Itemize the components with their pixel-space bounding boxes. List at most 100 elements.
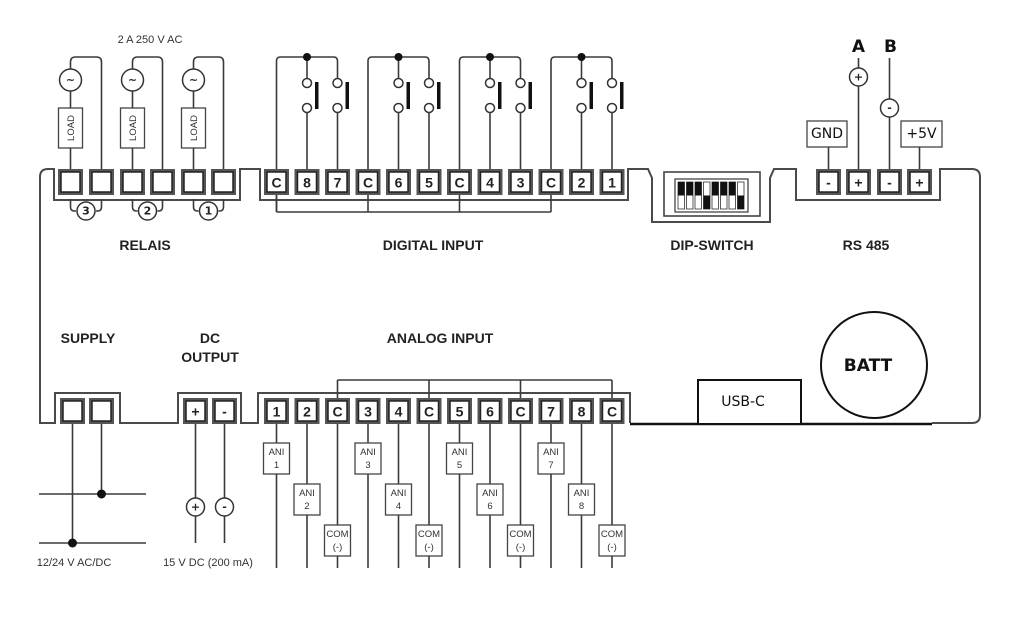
terminal-label: 5 (456, 404, 464, 420)
dip-switch-toggle (703, 181, 711, 210)
line-a-label: A (852, 37, 866, 57)
analog-tag-box (476, 483, 504, 516)
rs485-terminal: - (877, 169, 902, 195)
v5-label-box (900, 120, 943, 148)
terminal-screw (601, 171, 623, 193)
switch-contact (423, 102, 435, 114)
analog-tag-line2: (-) (516, 542, 526, 553)
terminal-screw (296, 171, 318, 193)
battery-label: BATT (844, 356, 893, 376)
dip-toggle-knob (695, 182, 702, 196)
terminal-screw (571, 171, 592, 193)
relay-loop-wire (69, 56, 103, 169)
terminal-screw (357, 171, 379, 193)
switch-contact (484, 102, 496, 114)
dip-toggle-knob (703, 195, 710, 209)
battery-circle (820, 311, 928, 419)
supply-junction (97, 489, 106, 499)
terminal-screw (214, 400, 235, 422)
terminal-screw (122, 171, 143, 193)
usb-c-label: USB-C (721, 394, 765, 410)
analog-tag-line1: ANI (269, 447, 285, 458)
terminal-screw (327, 171, 348, 193)
dip-switch-toggle (686, 181, 694, 210)
terminal-screw (479, 400, 501, 422)
analog-input-terminal: 8 (569, 398, 594, 424)
relay-bracket (157, 199, 164, 212)
digital-input-terminal: 8 (294, 169, 320, 195)
terminal-screw (357, 400, 379, 422)
terminal-label: 2 (303, 404, 311, 420)
terminal-label: 4 (395, 404, 403, 420)
relay-bracket (69, 199, 76, 212)
relay-bracket (96, 199, 103, 212)
analog-input-terminal: 2 (294, 398, 320, 424)
analog-tag-line1: ANI (543, 447, 559, 458)
digital-input-terminal: 3 (508, 169, 533, 195)
relay-terminal (150, 169, 175, 195)
analog-tag-line2: 6 (487, 501, 492, 512)
terminal-screw (418, 171, 440, 193)
terminal-screw (185, 400, 206, 422)
analog-tag-line2: 7 (548, 460, 553, 471)
terminal-screw (266, 400, 287, 422)
terminal-screw (418, 400, 440, 422)
switch-lever (315, 82, 319, 109)
terminal-label: C (546, 175, 556, 191)
terminal-screw (601, 400, 623, 422)
analog-tag-line2: (-) (333, 542, 343, 553)
switch-contact (393, 102, 404, 114)
terminal-label: 7 (547, 404, 555, 420)
analog-tag-line1: ANI (482, 488, 498, 499)
analog-tag-box (384, 483, 413, 516)
terminal-label: 1 (608, 175, 616, 191)
switch-contact (301, 102, 313, 114)
dc-minus-icon-text: - (222, 501, 227, 514)
analog-tag-line2: 4 (396, 501, 401, 512)
analog-input-title: ANALOG INPUT (387, 330, 494, 346)
relay-bracket (218, 199, 225, 212)
dc-output-title-line2: OUTPUT (181, 349, 239, 365)
switch-contact (576, 102, 587, 114)
switch-contact (332, 102, 343, 114)
relay-channel-number-text: 1 (205, 205, 213, 218)
load-label: LOAD (128, 115, 139, 141)
junction-node (486, 53, 494, 61)
dip-switch-toggle (711, 181, 719, 210)
terminal-label: - (826, 175, 831, 191)
digital-input-terminal: C (264, 169, 289, 195)
switch-lever (620, 82, 624, 109)
rs485-title: RS 485 (843, 237, 890, 253)
analog-input-terminal: C (416, 398, 442, 424)
terminal-label: C (454, 175, 464, 191)
ac-source-icon-text: ~ (189, 74, 198, 87)
relay-terminal (89, 169, 114, 195)
analog-tag-line1: COM (509, 529, 531, 540)
housing-bottom-left (48, 392, 631, 424)
line-b-minus-icon-text: - (887, 102, 892, 115)
rs485-terminal: + (907, 169, 932, 195)
supply-title: SUPPLY (61, 330, 116, 346)
terminal-label: 2 (578, 175, 586, 191)
rs485-section: -+-+GND+5VA+B- (806, 37, 943, 195)
analog-tag-line1: ANI (391, 488, 407, 499)
switch-contact (393, 77, 404, 89)
terminal-label: C (363, 175, 373, 191)
relay-channel-number (76, 201, 96, 221)
terminal-screw (152, 171, 173, 193)
gnd-label: GND (811, 126, 843, 142)
supply-spec-label: 12/24 V AC/DC (37, 557, 112, 569)
relay-bracket (131, 199, 138, 212)
dip-switch-toggle (728, 181, 736, 210)
terminal-label: C (332, 404, 342, 420)
usb-c-port (697, 379, 802, 425)
terminal-label: C (515, 404, 525, 420)
rs485-terminal: + (846, 169, 871, 195)
digital-input-title: DIGITAL INPUT (383, 237, 484, 253)
dc-plus-icon-text: + (191, 501, 200, 514)
relay-terminal (58, 169, 83, 195)
analog-tag-line2: 5 (457, 460, 462, 471)
terminal-screw (266, 171, 287, 193)
